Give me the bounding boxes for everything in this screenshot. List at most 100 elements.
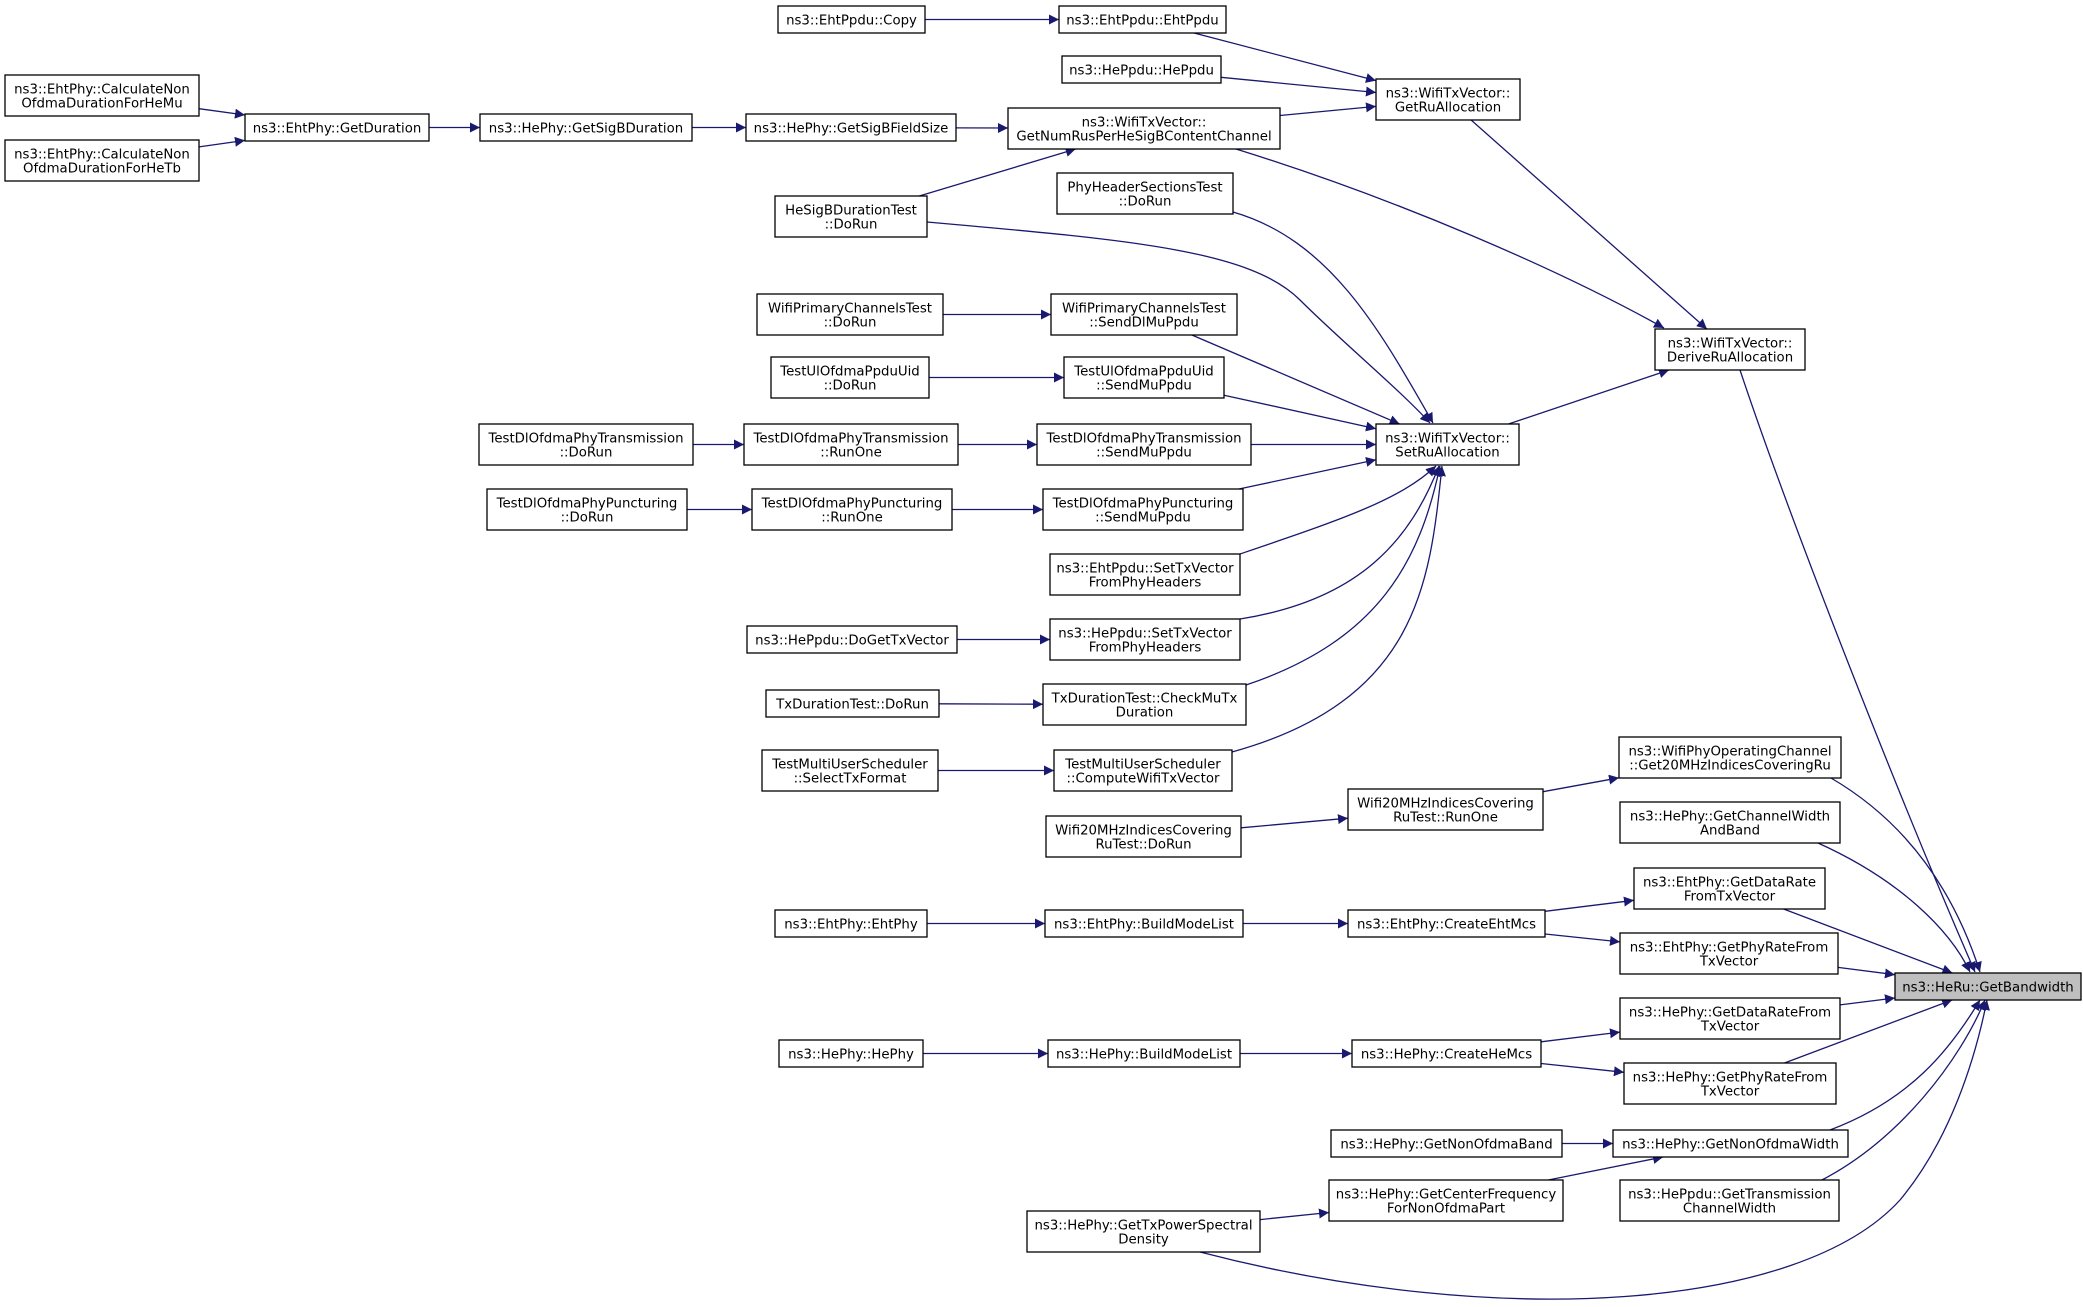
- node-label-line: TxVector: [1699, 955, 1759, 970]
- node-box: [1047, 1039, 1241, 1068]
- node-label-line: FromPhyHeaders: [1089, 576, 1202, 591]
- node-label-line: TxDurationTest::CheckMuTx: [1051, 692, 1238, 707]
- node-label-line: TestDlOfdmaPhyTransmission: [752, 432, 948, 447]
- node-label-line: Wifi20MHzIndicesCovering: [1055, 824, 1232, 839]
- edge-txvec_numrus-to-txvec_getru: [1279, 102, 1377, 117]
- edge-hephy_phyrate-to-getbandwidth: [1784, 998, 1953, 1064]
- node-box: [1058, 5, 1227, 34]
- node-ehtphy_calctb[interactable]: ns3::EhtPhy::CalculateNonOfdmaDurationFo…: [4, 139, 200, 182]
- node-dlpunc_send[interactable]: TestDlOfdmaPhyPuncturing::SendMuPpdu: [1042, 488, 1244, 531]
- node-hephy_centerfreq[interactable]: ns3::HePhy::GetCenterFrequencyForNonOfdm…: [1328, 1179, 1564, 1222]
- node-hephy_sigbdur[interactable]: ns3::HePhy::GetSigBDuration: [479, 113, 693, 142]
- node-ehtphy_getduration[interactable]: ns3::EhtPhy::GetDuration: [244, 113, 430, 142]
- node-label-line: ::DoRun: [561, 511, 614, 526]
- node-label-line: ns3::HePhy::GetSigBDuration: [489, 122, 683, 137]
- node-hephy_build[interactable]: ns3::HePhy::BuildModeList: [1047, 1039, 1241, 1068]
- node-label-line: OfdmaDurationForHeTb: [23, 162, 181, 177]
- edge-ulofdma_send-to-txvec_setru: [1223, 394, 1377, 432]
- node-label-line: ns3::EhtPpdu::SetTxVector: [1056, 562, 1234, 577]
- node-label-line: ns3::EhtPhy::GetDuration: [253, 122, 422, 137]
- node-mus_select[interactable]: TestMultiUserScheduler::SelectTxFormat: [761, 749, 939, 792]
- node-box: [1042, 488, 1244, 531]
- node-label-line: ns3::EhtPhy::CreateEhtMcs: [1357, 918, 1536, 933]
- node-label-line: ::DoRun: [825, 218, 878, 233]
- node-txvec_numrus[interactable]: ns3::WifiTxVector::GetNumRusPerHeSigBCon…: [1007, 107, 1281, 150]
- node-label-line: TestDlOfdmaPhyPuncturing: [1052, 497, 1234, 512]
- node-label-line: ns3::EhtPhy::GetPhyRateFrom: [1630, 941, 1829, 956]
- node-box: [774, 909, 928, 938]
- node-ehtppdu_ctor[interactable]: ns3::EhtPpdu::EhtPpdu: [1058, 5, 1227, 34]
- node-dltx_send[interactable]: TestDlOfdmaPhyTransmission::SendMuPpdu: [1036, 423, 1252, 466]
- edge-hephy_txpsd-to-hephy_centerfreq: [1259, 1208, 1330, 1221]
- node-phyheader_test[interactable]: PhyHeaderSectionsTest::DoRun: [1056, 172, 1234, 215]
- node-txvec_derive[interactable]: ns3::WifiTxVector::DeriveRuAllocation: [1654, 328, 1806, 371]
- node-label-line: ns3::EhtPhy::CalculateNon: [14, 83, 190, 98]
- node-txdur_dorun[interactable]: TxDurationTest::DoRun: [765, 689, 940, 718]
- node-hephy_createmcs[interactable]: ns3::HePhy::CreateHeMcs: [1351, 1039, 1542, 1068]
- node-wifiprim_dorun[interactable]: WifiPrimaryChannelsTest::DoRun: [756, 293, 944, 336]
- node-hephy_nonofdmawidth[interactable]: ns3::HePhy::GetNonOfdmaWidth: [1612, 1129, 1849, 1158]
- node-heppdu_ctor[interactable]: ns3::HePpdu::HePpdu: [1061, 55, 1222, 84]
- node-label-line: TxVector: [1700, 1020, 1760, 1035]
- node-label-line: ns3::EhtPhy::GetDataRate: [1643, 876, 1816, 891]
- node-box: [1045, 815, 1242, 858]
- node-getbandwidth[interactable]: ns3::HeRu::GetBandwidth: [1894, 972, 2082, 1001]
- node-opch_get20[interactable]: ns3::WifiPhyOperatingChannel::Get20MHzIn…: [1618, 736, 1842, 779]
- node-ehtphy_createmcs[interactable]: ns3::EhtPhy::CreateEhtMcs: [1347, 909, 1546, 938]
- node-txvec_getru[interactable]: ns3::WifiTxVector::GetRuAllocation: [1375, 78, 1521, 121]
- node-ehtphy_build[interactable]: ns3::EhtPhy::BuildModeList: [1044, 909, 1244, 938]
- node-label-line: ChannelWidth: [1683, 1202, 1776, 1217]
- node-label-line: TestDlOfdmaPhyTransmission: [487, 432, 683, 447]
- node-ulofdma_dorun[interactable]: TestUlOfdmaPpduUid::DoRun: [770, 356, 930, 399]
- node-box: [745, 113, 957, 142]
- node-mus_compute[interactable]: TestMultiUserScheduler::ComputeWifiTxVec…: [1053, 749, 1233, 792]
- node-hephy_nonofdmaband[interactable]: ns3::HePhy::GetNonOfdmaBand: [1330, 1129, 1563, 1158]
- node-hephy_sigbfield[interactable]: ns3::HePhy::GetSigBFieldSize: [745, 113, 957, 142]
- node-label-line: ::DoRun: [560, 446, 613, 461]
- node-box: [479, 113, 693, 142]
- node-ehtppdu_copy[interactable]: ns3::EhtPpdu::Copy: [777, 5, 926, 34]
- node-hephy_ctor[interactable]: ns3::HePhy::HePhy: [778, 1039, 924, 1068]
- node-hesigb_test[interactable]: HeSigBDurationTest::DoRun: [774, 195, 928, 238]
- node-box: [1053, 749, 1233, 792]
- node-label-line: DeriveRuAllocation: [1667, 351, 1793, 366]
- edge-hephy_chwidth-to-getbandwidth: [1817, 842, 1971, 973]
- node-dltx_runone[interactable]: TestDlOfdmaPhyTransmission::RunOne: [743, 423, 959, 466]
- node-label-line: ns3::HePhy::GetSigBFieldSize: [754, 122, 949, 137]
- node-label-line: ::RunOne: [820, 446, 882, 461]
- node-box: [1619, 801, 1841, 844]
- edge-hephy_nonofdmawidth-to-getbandwidth: [1829, 999, 1981, 1131]
- node-dltx_dorun[interactable]: TestDlOfdmaPhyTransmission::DoRun: [478, 423, 694, 466]
- node-label-line: ns3::EhtPhy::CalculateNon: [14, 148, 190, 163]
- edge-hephy_createmcs-to-hephy_datarate: [1540, 1028, 1621, 1043]
- node-dlpunc_dorun[interactable]: TestDlOfdmaPhyPuncturing::DoRun: [486, 488, 688, 531]
- node-box: [1351, 1039, 1542, 1068]
- node-dlpunc_runone[interactable]: TestDlOfdmaPhyPuncturing::RunOne: [751, 488, 953, 531]
- edge-txvec_derive-to-getbandwidth: [1739, 369, 1976, 973]
- node-ehtphy_ctor[interactable]: ns3::EhtPhy::EhtPhy: [774, 909, 928, 938]
- node-ehtphy_calcmu[interactable]: ns3::EhtPhy::CalculateNonOfdmaDurationFo…: [4, 74, 200, 117]
- node-label-line: FromTxVector: [1684, 890, 1776, 905]
- node-label-line: ns3::HePhy::GetTxPowerSpectral: [1034, 1219, 1252, 1234]
- edge-ehtphy_createmcs-to-ehtphy_phyrate: [1544, 933, 1621, 946]
- node-label-line: TestUlOfdmaPpduUid: [779, 365, 920, 380]
- node-heppdu_dogettx[interactable]: ns3::HePpdu::DoGetTxVector: [746, 625, 958, 654]
- node-box: [1328, 1179, 1564, 1222]
- node-ulofdma_send[interactable]: TestUlOfdmaPpduUid::SendMuPpdu: [1063, 356, 1225, 399]
- node-txvec_setru[interactable]: ns3::WifiTxVector::SetRuAllocation: [1375, 423, 1520, 466]
- node-wifiprim_send[interactable]: WifiPrimaryChannelsTest::SendDlMuPpdu: [1050, 293, 1238, 336]
- node-label-line: ns3::HePhy::GetDataRateFrom: [1629, 1006, 1831, 1021]
- node-label-line: ns3::HePpdu::DoGetTxVector: [755, 634, 949, 649]
